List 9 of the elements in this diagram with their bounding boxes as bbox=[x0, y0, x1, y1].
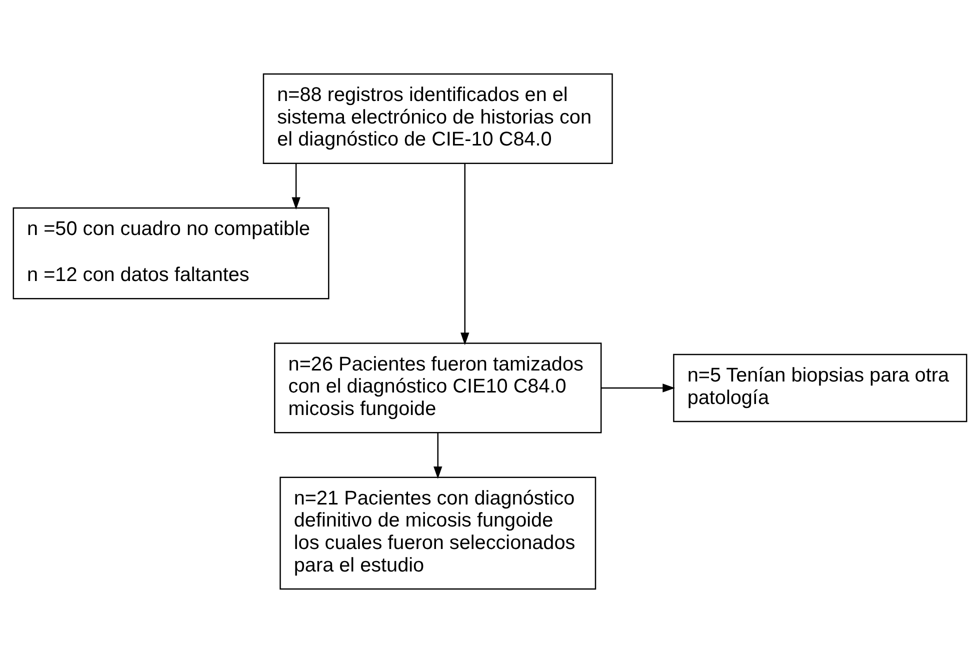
arrow bbox=[601, 384, 676, 392]
arrow bbox=[434, 432, 442, 479]
node-box: n=26 Pacientes fueron tamizados con el diagnóstico CIE10 C84.0 micosis fungoide bbox=[274, 342, 602, 434]
arrow bbox=[292, 164, 300, 210]
node-box: n =50 con cuadro no compatible n =12 con datos faltantes bbox=[12, 207, 330, 300]
node-box: n=5 Tenían biopsias para otra patología bbox=[673, 354, 968, 422]
node-box: n=21 Pacientes con diagnóstico definitivo de micosis fungoide los cuales fueron seleccionados para el estudio bbox=[280, 476, 596, 590]
node-box: n=88 registros identificados en el sistema electrónico de historias con el diagnóstico de CIE-10 C84.0 bbox=[262, 73, 613, 164]
arrow bbox=[460, 164, 470, 346]
